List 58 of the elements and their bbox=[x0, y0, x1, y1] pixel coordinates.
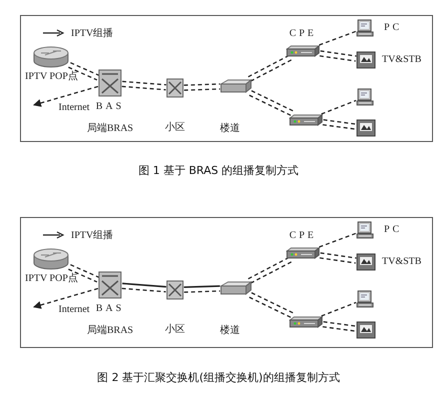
device-label: CPE bbox=[289, 28, 317, 40]
connection-line bbox=[184, 83, 220, 86]
device-label: BAS bbox=[96, 101, 124, 113]
connection-line bbox=[33, 86, 98, 107]
figure-panel bbox=[20, 15, 433, 142]
connection-line bbox=[321, 302, 356, 317]
connection-line bbox=[249, 296, 293, 319]
device-label: TV&STB bbox=[382, 256, 422, 268]
figure-caption: 图 2 基于汇聚交换机(组播交换机)的组播复制方式 bbox=[96, 370, 341, 385]
connection-line bbox=[322, 326, 356, 332]
connection-line bbox=[68, 268, 98, 283]
connection-line bbox=[122, 288, 166, 292]
connection-line bbox=[322, 124, 356, 130]
device-label: 小区 bbox=[165, 122, 185, 134]
device-label: 小区 bbox=[165, 324, 185, 336]
connection-line bbox=[251, 292, 296, 314]
connection-line bbox=[249, 94, 293, 117]
device-label: 楼道 bbox=[220, 325, 240, 337]
device-label: PC bbox=[384, 22, 402, 34]
connection-line bbox=[318, 30, 356, 46]
connection-line bbox=[184, 285, 220, 288]
edge-label: Internet bbox=[57, 304, 91, 315]
connection-line bbox=[68, 66, 98, 81]
edge-label: Internet bbox=[57, 102, 91, 113]
connection-line bbox=[248, 256, 291, 280]
connection-line bbox=[248, 54, 291, 78]
connection-line bbox=[320, 252, 356, 259]
connection-line bbox=[321, 100, 356, 115]
device-label: 局端BRAS bbox=[87, 325, 134, 337]
device-label: IPTV POP点 bbox=[25, 273, 78, 285]
figure-panel bbox=[20, 217, 433, 348]
connection-line bbox=[250, 260, 293, 284]
connection-line bbox=[250, 58, 293, 82]
device-label: PC bbox=[384, 224, 402, 236]
device-label: CPE bbox=[289, 230, 317, 242]
connection-line bbox=[320, 55, 356, 62]
connection-line bbox=[323, 119, 356, 125]
connection-line bbox=[318, 232, 356, 248]
connection-line bbox=[184, 290, 220, 293]
connection-line bbox=[251, 90, 296, 112]
device-label: 楼道 bbox=[220, 123, 240, 135]
connection-line bbox=[122, 282, 166, 288]
connection-line bbox=[70, 264, 100, 278]
connection-line bbox=[320, 50, 356, 57]
connection-line bbox=[70, 62, 100, 76]
connection-line bbox=[320, 257, 356, 264]
device-label: 局端BRAS bbox=[87, 123, 134, 135]
device-label: BAS bbox=[96, 303, 124, 315]
connection-line bbox=[122, 86, 166, 90]
device-label: TV&STB bbox=[382, 54, 422, 66]
device-label: IPTV POP点 bbox=[25, 71, 78, 83]
connection-line bbox=[323, 321, 356, 327]
connection-line bbox=[33, 288, 98, 309]
connection-line bbox=[184, 88, 220, 91]
legend-text: IPTV组播 bbox=[71, 26, 114, 40]
figure-caption: 图 1 基于 BRAS 的组播复制方式 bbox=[137, 163, 300, 178]
connection-line bbox=[122, 80, 166, 86]
legend-text: IPTV组播 bbox=[71, 228, 114, 242]
